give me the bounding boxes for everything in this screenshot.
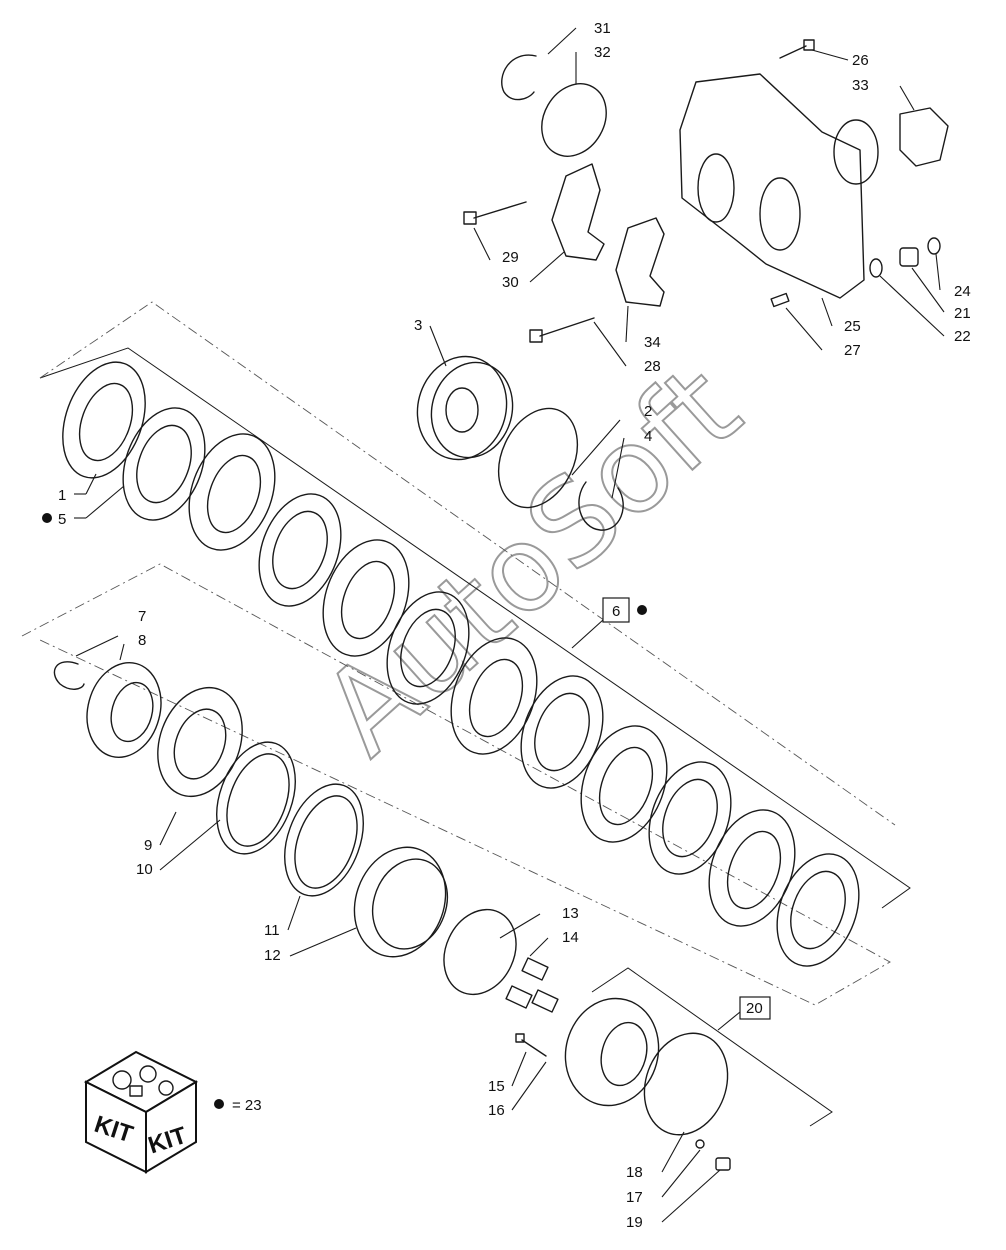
kit-marker-legend — [214, 1099, 224, 1109]
washer-10 — [216, 741, 296, 855]
label-29: 29 — [502, 249, 519, 266]
kit-legend-text: = 23 — [232, 1097, 262, 1114]
disc-h — [648, 761, 732, 875]
disc-1 — [62, 361, 146, 479]
label-6-box — [602, 597, 630, 623]
label-9: 9 — [144, 837, 152, 854]
label-4: 4 — [644, 428, 652, 445]
label-1: 1 — [58, 487, 66, 504]
disc-e — [450, 637, 538, 755]
housing-12 — [353, 846, 449, 958]
cover-bracket — [591, 967, 833, 1127]
pin-27 — [770, 292, 790, 308]
label-34: 34 — [644, 334, 661, 351]
label-30: 30 — [502, 274, 519, 291]
springs-14 — [505, 957, 559, 1013]
label-31: 31 — [594, 20, 611, 37]
kit-box-icon: KIT KIT — [83, 1050, 199, 1174]
label-8: 8 — [138, 632, 146, 649]
piston-9 — [157, 686, 243, 798]
cover-20 — [564, 997, 660, 1107]
snap-ring-7 — [53, 661, 85, 690]
leader-lines — [74, 27, 945, 1223]
kit-marker-5 — [42, 513, 52, 523]
label-20-box — [739, 996, 771, 1020]
disc-a — [188, 433, 276, 551]
label-27: 27 — [844, 342, 861, 359]
label-16: 16 — [488, 1102, 505, 1119]
disc-j — [776, 853, 860, 967]
disc-b — [258, 493, 342, 607]
label-28: 28 — [644, 358, 661, 375]
plug-19 — [695, 1139, 731, 1171]
lower-group-outline — [21, 563, 891, 1006]
label-26: 26 — [852, 52, 869, 69]
sensor-21 — [899, 247, 919, 267]
label-19: 19 — [626, 1214, 643, 1231]
o-ring-13 — [443, 908, 517, 996]
bolt-29 — [463, 201, 527, 225]
label-10: 10 — [136, 861, 153, 878]
yoke-33 — [899, 107, 949, 167]
hub-3 — [416, 355, 514, 461]
label-11: 11 — [264, 922, 280, 939]
label-25: 25 — [844, 318, 861, 335]
label-2: 2 — [644, 403, 652, 420]
bolt-15 — [515, 1033, 547, 1057]
label-15: 15 — [488, 1078, 505, 1095]
disc-5 — [122, 407, 206, 521]
housing-25 — [679, 73, 879, 299]
circlip-4 — [578, 481, 624, 531]
circlip-31 — [501, 54, 537, 101]
clamp-30 — [551, 163, 605, 261]
bolt-28 — [529, 317, 595, 343]
label-22: 22 — [954, 328, 971, 345]
washer-11 — [284, 783, 364, 897]
o-ring-18 — [643, 1032, 729, 1136]
label-17: 17 — [626, 1189, 643, 1206]
label-18: 18 — [626, 1164, 643, 1181]
label-20: 20 — [746, 1000, 763, 1017]
disc-f — [520, 675, 604, 789]
bolt-26 — [779, 39, 815, 59]
disc-d — [386, 591, 470, 705]
washer-24 — [927, 237, 941, 255]
ring-2 — [497, 407, 579, 509]
disc-pack-bracket — [39, 301, 911, 909]
disc-c — [322, 539, 410, 657]
label-5: 5 — [58, 511, 66, 528]
label-7: 7 — [138, 608, 146, 625]
gear-8 — [86, 662, 162, 758]
label-24: 24 — [954, 283, 971, 300]
kit-marker-6 — [637, 605, 647, 615]
disc-g — [580, 725, 668, 843]
label-21: 21 — [954, 305, 971, 322]
label-33: 33 — [852, 77, 869, 94]
label-6: 6 — [612, 603, 620, 620]
label-12: 12 — [264, 947, 281, 964]
label-3: 3 — [414, 317, 422, 334]
disc-i — [708, 809, 796, 927]
o-ring-22 — [869, 258, 883, 278]
watermark-text: AutoSoft — [296, 339, 765, 781]
clamp-34 — [615, 217, 665, 307]
label-32: 32 — [594, 44, 611, 61]
label-14: 14 — [562, 929, 579, 946]
label-13: 13 — [562, 905, 579, 922]
ring-32 — [541, 83, 607, 157]
